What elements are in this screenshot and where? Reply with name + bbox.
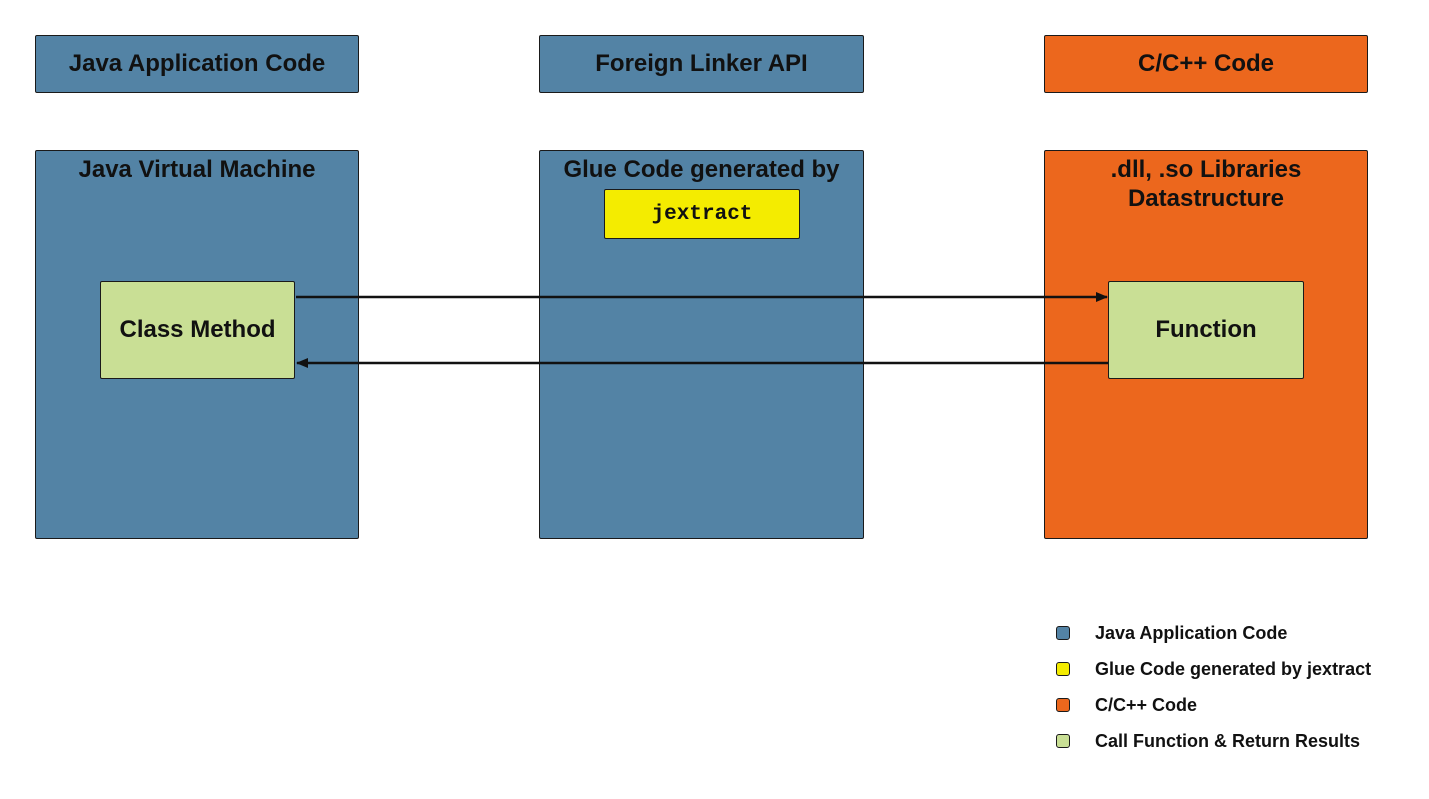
panel-jvm-title: Java Virtual Machine xyxy=(78,156,316,183)
legend-label-native: C/C++ Code xyxy=(1095,694,1198,715)
jextract-badge: jextract xyxy=(604,189,800,239)
legend-swatch-native xyxy=(1056,698,1070,712)
header-native-label: C/C++ Code xyxy=(1137,50,1275,77)
legend-label-java: Java Application Code xyxy=(1095,622,1288,643)
legend-label-glue: Glue Code generated by jextract xyxy=(1095,658,1372,679)
function-label: Function xyxy=(1155,316,1257,343)
panel-libs-title-line2: Datastructure xyxy=(1127,185,1285,212)
class-method-node: Class Method xyxy=(100,281,295,379)
header-c-cpp-code: C/C++ Code xyxy=(1044,35,1368,93)
legend-item-glue: Glue Code generated by jextract xyxy=(1056,651,1371,687)
header-linker-label: Foreign Linker API xyxy=(595,50,808,77)
header-java-application-code: Java Application Code xyxy=(35,35,359,93)
panel-native-libraries: .dll, .so Libraries Datastructure xyxy=(1044,150,1368,539)
legend-item-call: Call Function & Return Results xyxy=(1056,723,1371,759)
legend-item-java: Java Application Code xyxy=(1056,615,1371,651)
panel-glue-code: Glue Code generated by jextract xyxy=(539,150,864,539)
legend-label-call: Call Function & Return Results xyxy=(1095,730,1361,751)
legend-item-native: C/C++ Code xyxy=(1056,687,1371,723)
legend-swatch-call xyxy=(1056,734,1070,748)
legend-swatch-java xyxy=(1056,626,1070,640)
panel-glue-title: Glue Code generated by xyxy=(563,156,840,183)
legend-swatch-glue xyxy=(1056,662,1070,676)
class-method-label: Class Method xyxy=(119,316,276,343)
function-node: Function xyxy=(1108,281,1304,379)
panel-libs-title-line1: .dll, .so Libraries xyxy=(1110,156,1302,183)
legend: Java Application Code Glue Code generate… xyxy=(1056,615,1371,759)
header-foreign-linker-api: Foreign Linker API xyxy=(539,35,864,93)
jextract-label: jextract xyxy=(651,202,753,226)
header-java-label: Java Application Code xyxy=(68,50,326,77)
